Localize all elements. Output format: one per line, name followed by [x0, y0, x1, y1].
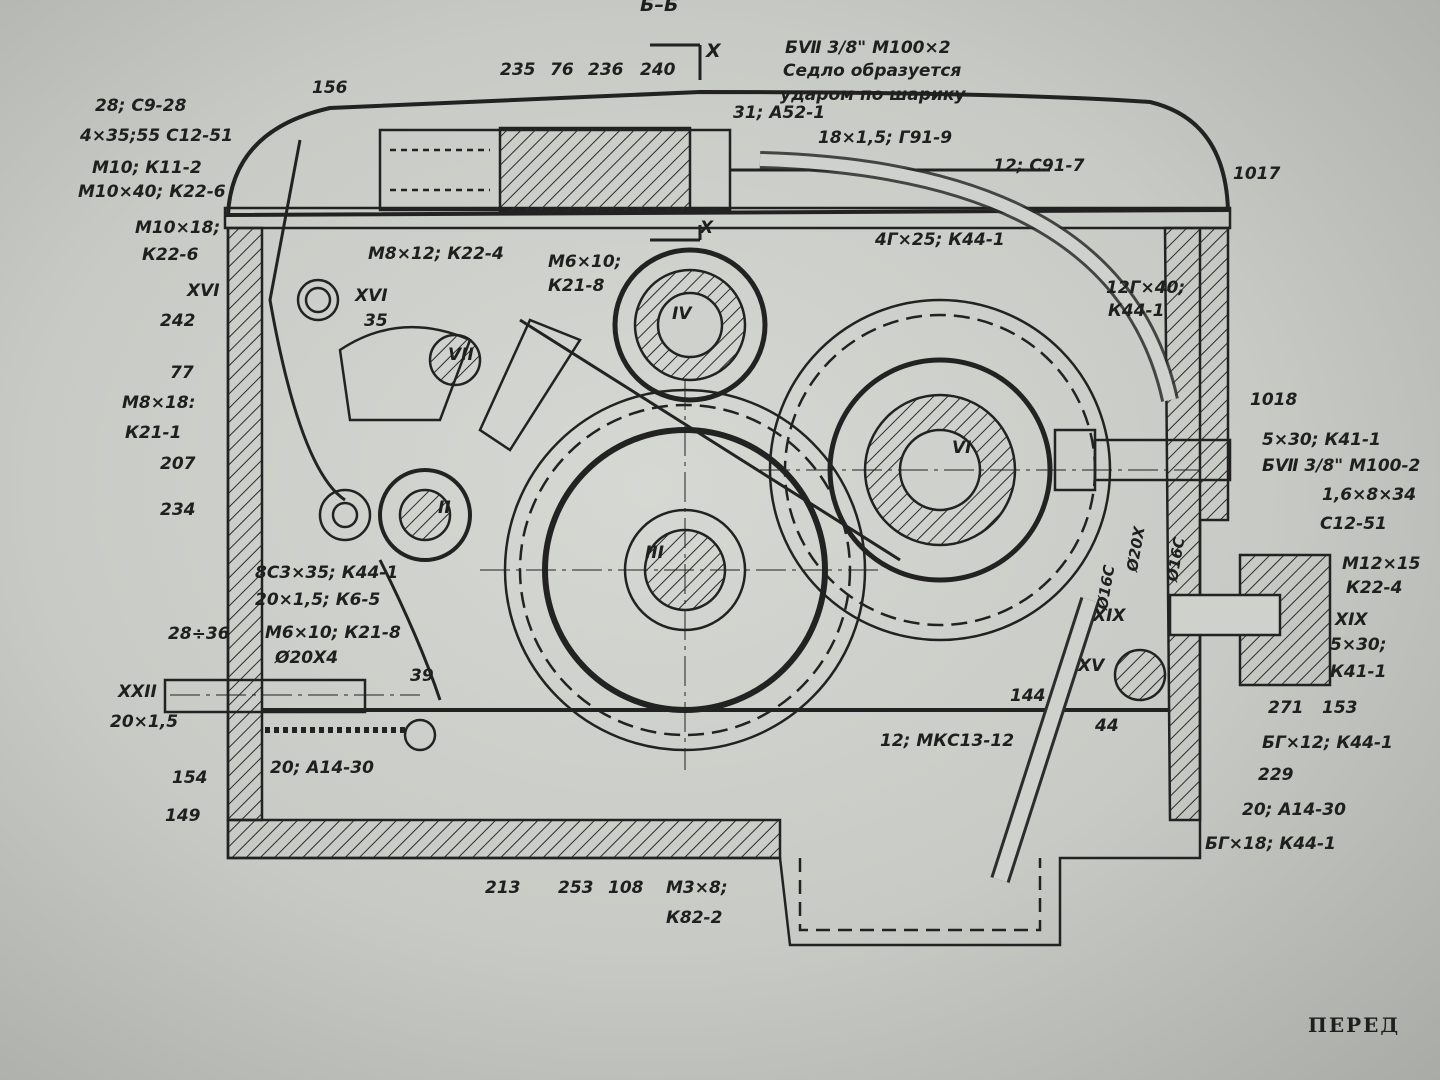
housing-wall-left [226, 226, 264, 822]
callout-label: 1,6×8×34 [1322, 485, 1417, 505]
callout-label: XV [1078, 656, 1105, 676]
callout-label: 20×1,5 [110, 712, 179, 732]
callout-label: М6×10; [548, 252, 622, 272]
callout-label: 234 [160, 500, 196, 520]
callout-label: 240 [640, 60, 676, 80]
callout-label: 5×30; К41-1 [1262, 430, 1381, 450]
housing-cover [225, 89, 1231, 218]
callout-label: М6×10; К21-8 [265, 623, 401, 643]
callout-label: 207 [160, 454, 196, 474]
callout-label: М3×8; [666, 878, 728, 898]
section-marker: X [706, 40, 721, 62]
callout-label: 12; МКС13-12 [880, 731, 1015, 751]
callout-label: 213 [485, 878, 521, 898]
callout-label: 76 [550, 60, 574, 80]
callout-label: II [438, 498, 451, 518]
note-line-1: БⅦ 3/8" М100×2 [785, 38, 951, 58]
callout-label: 20×1,5; К6-5 [255, 590, 381, 610]
callout-label: 1017 [1233, 164, 1281, 184]
callout-label: К21-8 [548, 276, 605, 296]
callout-label: 4×35;55 С12-51 [80, 126, 233, 146]
callout-label: III [645, 543, 664, 563]
callout-label: VI [952, 438, 972, 458]
callout-label: 153 [1322, 698, 1358, 718]
callout-label: 144 [1010, 686, 1046, 706]
callout-label: XVI [355, 286, 388, 306]
callout-label: 253 [558, 878, 594, 898]
callout-label: 271 [1268, 698, 1304, 718]
callout-label: 242 [160, 311, 196, 331]
callout-label: М12×15 [1342, 554, 1421, 574]
note-line-3: ударом по шарику [780, 85, 966, 105]
callout-label: К22-4 [1346, 578, 1403, 598]
callout-label: 20; А14-30 [1242, 800, 1346, 820]
callout-label: 28÷36 [168, 624, 230, 644]
callout-label: 1018 [1250, 390, 1298, 410]
callout-label: М8×18: [122, 393, 196, 413]
callout-label: XVI [187, 281, 220, 301]
callout-label: X [700, 218, 714, 238]
callout-label: 44 [1095, 716, 1119, 736]
callout-label: XIX [1093, 606, 1126, 626]
callout-label: БГ×18; К44-1 [1205, 834, 1336, 854]
callout-label: 149 [165, 806, 201, 826]
callout-label: М10×40; К22-6 [78, 182, 226, 202]
page-footer-text: ПЕРЕД [1308, 1013, 1401, 1037]
callout-label: К41-1 [1330, 662, 1387, 682]
callout-label: 5×30; [1330, 635, 1387, 655]
callout-label: БГ×12; К44-1 [1262, 733, 1393, 753]
callout-label: IV [672, 304, 692, 324]
callout-label: 4Г×25; К44-1 [875, 230, 1005, 250]
callout-label: 154 [172, 768, 208, 788]
callout-label: С12-51 [1320, 514, 1387, 534]
callout-label: М10×18; [135, 218, 221, 238]
callout-label: 12; С91-7 [993, 156, 1085, 176]
callout-label: 39 [410, 666, 434, 686]
callout-label: К22-6 [142, 245, 199, 265]
callout-label: 12Г×40; [1106, 278, 1186, 298]
note-line-2: Седло образуется [783, 61, 962, 81]
callout-label: 156 [312, 78, 348, 98]
callout-label: К21-1 [125, 423, 182, 443]
callout-label: К82-2 [666, 908, 723, 928]
callout-label: К44-1 [1108, 301, 1165, 321]
callout-label: 18×1,5; Г91-9 [818, 128, 953, 148]
gear-II [378, 468, 472, 562]
callout-label: XXII [118, 682, 157, 702]
callout-label: 229 [1258, 765, 1294, 785]
spring [390, 148, 490, 192]
callout-label: 77 [170, 363, 194, 383]
callout-label: 108 [608, 878, 644, 898]
callout-label: 28; С9-28 [95, 96, 187, 116]
bearing-IV [612, 247, 768, 403]
housing-wall-right [1163, 226, 1230, 822]
callout-label: 8С3×35; К44-1 [255, 563, 399, 583]
sump [798, 858, 1042, 932]
callout-label: XIX [1335, 610, 1368, 630]
callout-label: 20; А14-30 [270, 758, 374, 778]
callout-label: VII [448, 345, 474, 365]
callout-label: М10; К11-2 [92, 158, 202, 178]
shift-rod [163, 678, 367, 714]
callout-label: 236 [588, 60, 624, 80]
callout-label: 35 [364, 311, 388, 331]
callout-label: Ø20Х4 [275, 648, 339, 668]
callout-label: 31; А52-1 [733, 103, 826, 123]
callout-label: М8×12; К22-4 [368, 244, 504, 264]
callout-label: БⅦ 3/8" М100-2 [1262, 456, 1421, 476]
callout-label: 235 [500, 60, 536, 80]
section-title: Б–Б [640, 0, 679, 16]
piston [498, 126, 692, 214]
lever [268, 139, 346, 502]
housing-wall-bottom [226, 818, 782, 860]
cover-flange [223, 206, 1232, 230]
